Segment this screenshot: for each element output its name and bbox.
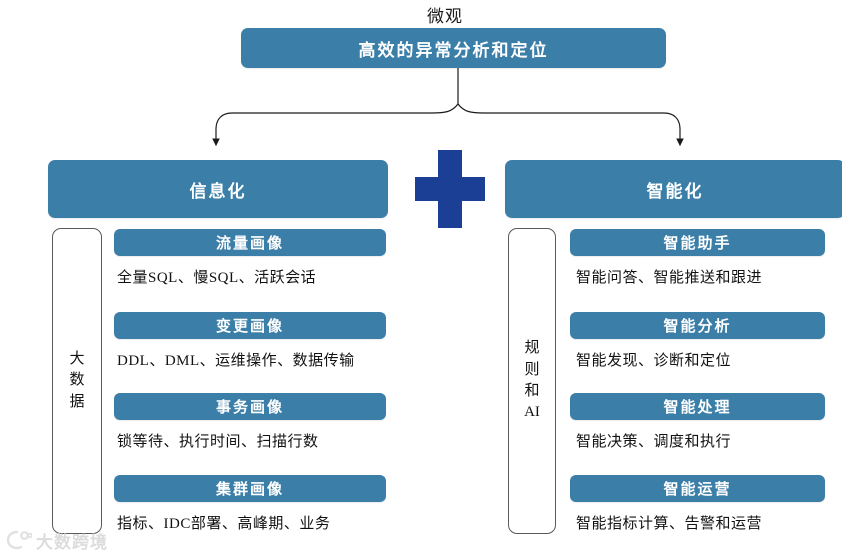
side-label-big-data: 大 数 据 [52, 228, 102, 534]
plus-icon [415, 150, 485, 228]
left-item-1-head-label: 变更画像 [215, 319, 284, 335]
right-item-1-head-label: 智能分析 [663, 319, 732, 335]
watermark-text: 大数跨境 [36, 532, 108, 553]
left-item-0-desc: 全量SQL、慢SQL、活跃会话 [117, 270, 317, 286]
pillar-informatization[interactable]: 信息化 [48, 160, 388, 218]
left-item-0-head[interactable]: 流量画像 [114, 229, 386, 256]
side-label-big-data-char-2: 据 [69, 393, 85, 410]
side-label-rules-and-ai-char-1: 则 [524, 361, 540, 378]
watermark: 大数跨境 [6, 526, 108, 554]
side-label-rules-and-ai: 规 则 和 AI [508, 228, 556, 534]
right-item-2-desc: 智能决策、调度和执行 [576, 434, 732, 450]
left-item-1-head[interactable]: 变更画像 [114, 312, 386, 339]
right-item-1-desc: 智能发现、诊断和定位 [576, 353, 732, 369]
right-item-2-head-label: 智能处理 [663, 400, 732, 416]
left-item-3-head[interactable]: 集群画像 [114, 475, 386, 502]
side-label-big-data-char-0: 大 [69, 351, 85, 368]
plus-icon-vertical-bar [438, 150, 462, 228]
left-item-0-head-label: 流量画像 [215, 236, 284, 252]
right-item-2-head[interactable]: 智能处理 [570, 393, 825, 420]
pillar-intelligence[interactable]: 智能化 [505, 160, 842, 218]
root-node[interactable]: 高效的异常分析和定位 [241, 28, 666, 68]
side-label-rules-and-ai-char-3: AI [524, 404, 540, 421]
right-item-3-desc: 智能指标计算、告警和运营 [576, 516, 763, 532]
left-item-3-desc: 指标、IDC部署、高峰期、业务 [117, 516, 331, 532]
side-label-big-data-char-1: 数 [69, 372, 85, 389]
right-item-3-head-label: 智能运营 [663, 482, 732, 498]
right-item-0-desc: 智能问答、智能推送和跟进 [576, 270, 763, 286]
left-item-2-head-label: 事务画像 [215, 400, 284, 416]
right-item-0-head-label: 智能助手 [663, 236, 732, 252]
right-item-1-head[interactable]: 智能分析 [570, 312, 825, 339]
root-node-label: 高效的异常分析和定位 [358, 40, 549, 60]
page-title: 微观 [0, 2, 842, 27]
left-item-1-desc: DDL、DML、运维操作、数据传输 [117, 353, 355, 369]
pillar-intelligence-label: 智能化 [646, 181, 704, 201]
left-item-2-desc: 锁等待、执行时间、扫描行数 [117, 434, 319, 450]
pillar-informatization-label: 信息化 [189, 181, 247, 201]
left-item-3-head-label: 集群画像 [215, 482, 284, 498]
side-label-rules-and-ai-char-2: 和 [524, 383, 540, 399]
right-item-3-head[interactable]: 智能运营 [570, 475, 825, 502]
side-label-rules-and-ai-char-0: 规 [524, 340, 540, 357]
right-item-0-head[interactable]: 智能助手 [570, 229, 825, 256]
page-title-text: 微观 [427, 7, 463, 26]
left-item-2-head[interactable]: 事务画像 [114, 393, 386, 420]
brand-logo-icon [6, 530, 32, 550]
